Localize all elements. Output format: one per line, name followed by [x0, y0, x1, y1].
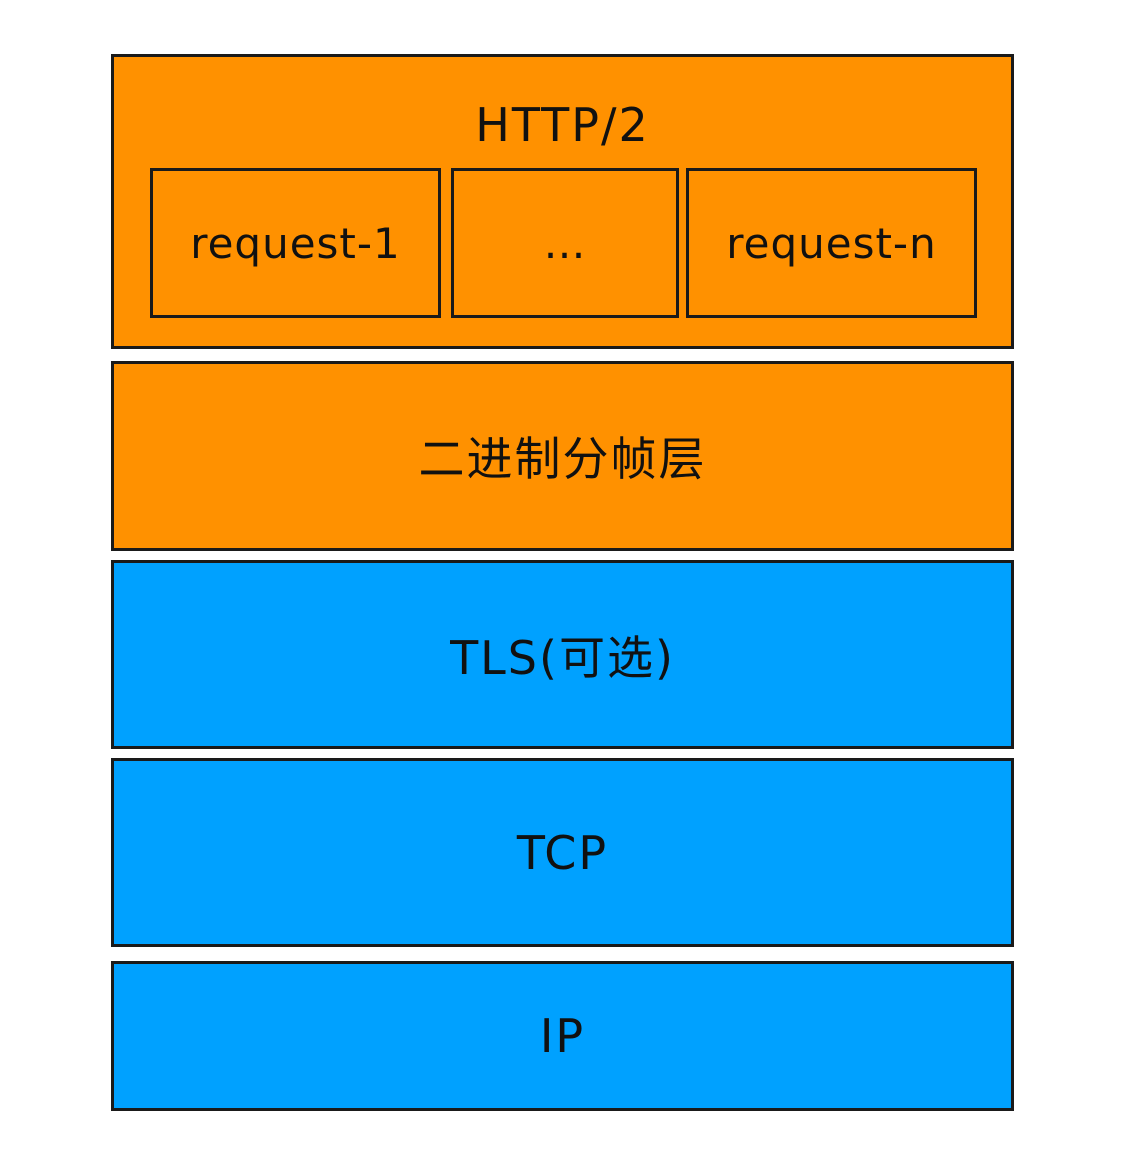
request-1-box: request-1 [150, 168, 441, 318]
request-n-label: request-n [726, 218, 937, 268]
tcp-layer: TCP [111, 758, 1014, 947]
request-ellipsis-box: … [451, 168, 679, 318]
binary-framing-layer: 二进制分帧层 [111, 361, 1014, 551]
request-ellipsis-label: … [543, 218, 587, 268]
request-n-box: request-n [686, 168, 977, 318]
tcp-layer-label: TCP [516, 825, 609, 880]
request-1-label: request-1 [190, 218, 401, 268]
ip-layer: IP [111, 961, 1014, 1111]
binary-framing-layer-label: 二进制分帧层 [418, 432, 707, 486]
http2-layer-title: HTTP/2 [475, 98, 650, 152]
ip-layer-label: IP [539, 1009, 586, 1063]
tls-layer: TLS(可选) [111, 560, 1014, 749]
tls-layer-label: TLS(可选) [450, 630, 675, 685]
http2-layer: HTTP/2 request-1 … request-n [111, 54, 1014, 349]
